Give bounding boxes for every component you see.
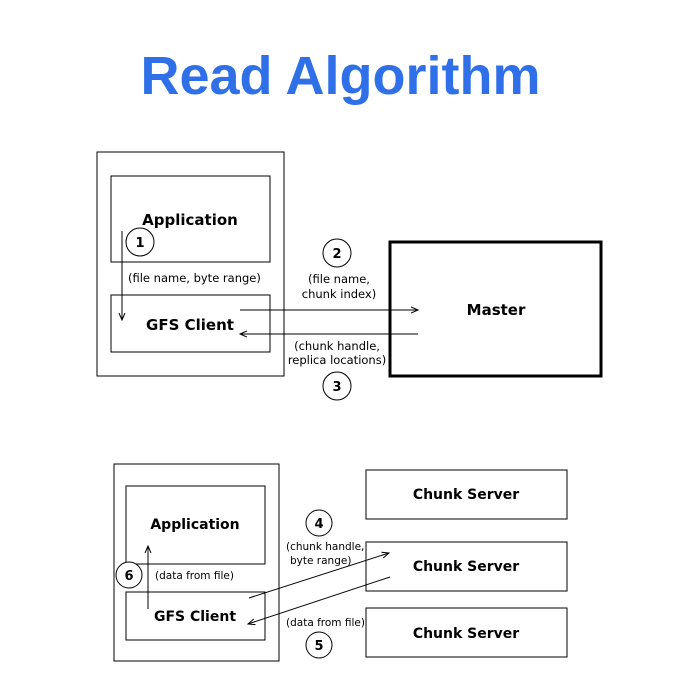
step-5-label: (data from file): [286, 617, 365, 629]
step-1-circle: [125, 227, 155, 257]
chunk-server-label-2: Chunk Server: [413, 559, 519, 575]
chunk-server-box-3: [365, 607, 568, 658]
chunk-server-label-3: Chunk Server: [413, 626, 519, 642]
step-6-circle: [115, 561, 143, 589]
application-label-bottom: Application: [150, 517, 239, 533]
application-box-bottom: [125, 485, 266, 565]
gfs-client-label-top: GFS Client: [146, 316, 234, 334]
step-4-label-line2: byte range): [290, 555, 351, 567]
step-1-number: 1: [135, 236, 144, 251]
step-3-label-line2: replica locations): [288, 353, 386, 367]
step-2-circle: [322, 238, 352, 268]
step-2-label-line1: (file name,: [308, 272, 370, 286]
step-3-number: 3: [332, 380, 341, 395]
client-machine-box-bottom: [113, 463, 280, 662]
client-machine-box-top: [96, 151, 285, 377]
application-label-top: Application: [142, 211, 238, 229]
step-5-circle: [305, 631, 333, 659]
master-label: Master: [467, 301, 526, 319]
step-6-number: 6: [124, 569, 133, 584]
step-4-arrow: [248, 553, 389, 599]
step-6-label: (data from file): [155, 570, 234, 582]
gfs-client-box-bottom: [125, 591, 266, 641]
step-4-number: 4: [314, 517, 323, 532]
master-box: [388, 240, 603, 378]
chunk-server-box-2: [365, 541, 568, 592]
step-3-label-line1: (chunk handle,: [294, 339, 380, 353]
step-5-number: 5: [314, 639, 323, 654]
gfs-client-box-top: [110, 294, 271, 353]
step-2-label-line2: chunk index): [302, 287, 376, 301]
gfs-client-label-bottom: GFS Client: [154, 609, 236, 625]
chunk-server-label-1: Chunk Server: [413, 487, 519, 503]
step-3-circle: [322, 371, 352, 401]
step-2-number: 2: [332, 247, 341, 262]
step-5-arrow: [248, 576, 391, 624]
step-4-label-line1: (chunk handle,: [286, 541, 364, 553]
step-4-circle: [305, 509, 333, 537]
step-1-label: (file name, byte range): [128, 271, 261, 285]
application-box-top: [110, 175, 271, 263]
diagram-title: Read Algorithm: [140, 46, 541, 106]
chunk-server-box-1: [365, 469, 568, 520]
